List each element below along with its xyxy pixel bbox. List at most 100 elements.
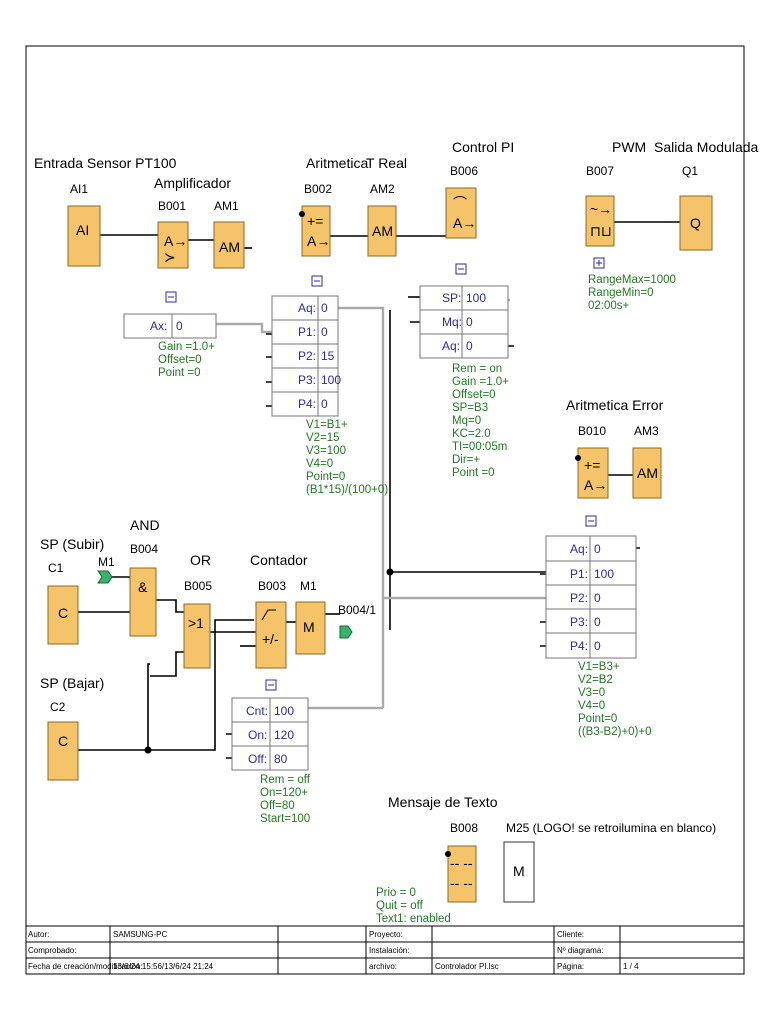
param-info: V3=0 bbox=[578, 687, 605, 699]
param-value[interactable]: 100 bbox=[321, 373, 341, 387]
label-and: AND bbox=[130, 517, 160, 533]
param-info: V1=B1+ bbox=[306, 419, 348, 431]
param-box-b010: Aq: 0 P1: 100 P2: 0 P3: 0 P4: 0 V1=B3+ V… bbox=[545, 535, 652, 738]
param-info: RangeMax=1000 bbox=[588, 274, 676, 286]
block-b001[interactable]: B001 A→ ≻ bbox=[157, 199, 189, 303]
param-info: Prio = 0 bbox=[376, 887, 416, 899]
param-value[interactable]: 0 bbox=[321, 325, 328, 339]
block-q1[interactable]: Q1 Q bbox=[679, 164, 713, 251]
label-aritmetica-error: Aritmetica Error bbox=[566, 397, 664, 413]
param-name: Aq: bbox=[442, 339, 460, 353]
param-info: 02:00s+ bbox=[588, 300, 630, 312]
block-ai1[interactable]: AI1 AI bbox=[67, 182, 101, 267]
label-control-pi: Control PI bbox=[452, 139, 514, 155]
param-value[interactable]: 0 bbox=[594, 639, 601, 653]
param-info: Mq=0 bbox=[452, 415, 481, 427]
param-value[interactable]: 15 bbox=[321, 349, 335, 363]
block-symbol: AM bbox=[219, 239, 240, 255]
param-info: V1=B3+ bbox=[578, 661, 620, 673]
block-m25[interactable]: M bbox=[503, 841, 535, 903]
tb-archivo-value: Controlador PI.lsc bbox=[435, 962, 499, 971]
block-symbol: AM bbox=[637, 465, 658, 481]
label-salida-modulada: Salida Modulada bbox=[654, 139, 759, 155]
param-value[interactable]: 0 bbox=[466, 339, 473, 353]
block-symbol: += bbox=[584, 457, 600, 473]
param-box-b002: Aq: 0 P1: 0 P2: 15 P3: 100 P4: 0 V1=B1+ … bbox=[271, 295, 388, 496]
param-info: Gain =1.0+ bbox=[452, 376, 509, 388]
block-symbol: +/- bbox=[262, 631, 279, 647]
block-am1[interactable]: AM1 AM bbox=[213, 199, 245, 269]
block-b010[interactable]: B010 += A→ bbox=[575, 424, 609, 527]
tb-pagina-label: Página: bbox=[557, 962, 584, 971]
block-symbol: M bbox=[513, 863, 525, 879]
param-value[interactable]: 100 bbox=[594, 567, 614, 581]
param-info: Offset=0 bbox=[158, 354, 202, 366]
label-or: OR bbox=[190, 552, 211, 568]
block-b005[interactable]: B005 >1 bbox=[183, 579, 212, 669]
param-value[interactable]: 0 bbox=[321, 301, 328, 315]
param-name: P1: bbox=[298, 325, 316, 339]
block-id: AM2 bbox=[370, 182, 395, 196]
param-box-b001: Ax: 0 Gain =1.0+ Offset=0 Point =0 bbox=[123, 313, 217, 379]
label-contador: Contador bbox=[250, 552, 308, 568]
param-name: P3: bbox=[570, 615, 588, 629]
block-symbol: A→ bbox=[584, 477, 607, 493]
param-name: On: bbox=[248, 728, 267, 742]
param-name: Mq: bbox=[442, 315, 462, 329]
param-value[interactable]: 0 bbox=[594, 615, 601, 629]
block-c1[interactable]: C1 C bbox=[47, 561, 79, 645]
param-info: V2=B2 bbox=[578, 674, 613, 686]
block-b006[interactable]: B006 ⌒ A→ bbox=[445, 164, 478, 275]
param-value[interactable]: 100 bbox=[466, 291, 486, 305]
sheet-border bbox=[25, 45, 745, 975]
param-value[interactable]: 0 bbox=[321, 397, 328, 411]
block-id: B008 bbox=[450, 821, 478, 835]
param-value[interactable]: 0 bbox=[466, 315, 473, 329]
label-m25: M25 (LOGO! se retroilumina en blanco) bbox=[506, 821, 716, 835]
param-value[interactable]: 0 bbox=[176, 319, 183, 333]
param-info: ((B3-B2)+0)+0 bbox=[578, 726, 652, 738]
block-am2[interactable]: AM2 AM bbox=[367, 182, 397, 257]
block-id: B003 bbox=[258, 579, 286, 593]
block-b002[interactable]: B002 += A→ bbox=[299, 182, 332, 287]
param-info: Gain =1.0+ bbox=[158, 341, 215, 353]
param-value[interactable]: 100 bbox=[274, 704, 294, 718]
block-symbol: A→ bbox=[164, 233, 187, 249]
block-b007[interactable]: B007 ~→ ⊓⊔ bbox=[585, 164, 615, 269]
label-aritmetica: Aritmetica bbox=[306, 155, 368, 171]
flag-b004-ref[interactable]: B004/1 bbox=[338, 603, 376, 639]
param-value[interactable]: 0 bbox=[594, 591, 601, 605]
param-value[interactable]: 80 bbox=[274, 752, 288, 766]
param-info: On=120+ bbox=[260, 787, 308, 799]
param-info: Point=0 bbox=[306, 471, 345, 483]
block-symbol: ~→ bbox=[590, 201, 612, 217]
tb-instalacion-label: Instalación: bbox=[369, 946, 409, 955]
param-value[interactable]: 0 bbox=[594, 542, 601, 556]
param-info: Offset=0 bbox=[452, 389, 496, 401]
block-b008[interactable]: B008 -- -- -- -- bbox=[445, 821, 478, 903]
block-m1[interactable]: M1 M bbox=[295, 579, 326, 655]
block-am3[interactable]: AM3 AM bbox=[632, 424, 662, 499]
param-box-b003: Cnt: 100 On: 120 Off: 80 Rem = off On=12… bbox=[231, 697, 311, 825]
block-id: B006 bbox=[450, 164, 478, 178]
param-value[interactable]: 120 bbox=[274, 728, 294, 742]
block-id: B004 bbox=[130, 542, 158, 556]
title-block: Autor: SAMSUNG-PC Comprobado: Fecha de c… bbox=[25, 925, 745, 975]
param-info: Dir=+ bbox=[452, 454, 480, 466]
param-box-b007: RangeMax=1000 RangeMin=0 02:00s+ bbox=[588, 274, 676, 312]
param-name: P1: bbox=[570, 567, 588, 581]
param-name: Off: bbox=[248, 752, 267, 766]
block-symbol: AI bbox=[76, 222, 89, 238]
param-info: Point=0 bbox=[578, 713, 617, 725]
block-c2[interactable]: C2 C bbox=[47, 700, 79, 781]
tb-diagrama-label: Nº diagrama: bbox=[557, 946, 604, 955]
block-b004[interactable]: B004 & bbox=[129, 542, 158, 637]
flag-m1[interactable]: M1 bbox=[97, 555, 115, 584]
param-info: Rem = off bbox=[260, 774, 311, 786]
block-id: B010 bbox=[578, 424, 606, 438]
label-pwm: PWM bbox=[612, 139, 646, 155]
param-box-b008: Prio = 0 Quit = off Text1: enabled bbox=[376, 887, 451, 925]
param-name: P2: bbox=[298, 349, 316, 363]
block-b003[interactable]: B003 +/- bbox=[255, 579, 287, 691]
param-name: P2: bbox=[570, 591, 588, 605]
